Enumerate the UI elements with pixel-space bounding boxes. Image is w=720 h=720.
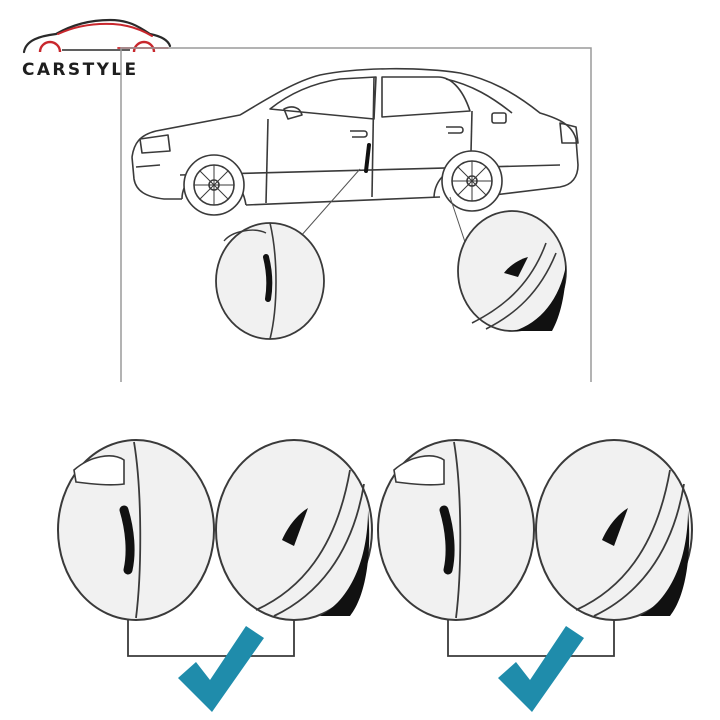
brand-name: CARSTYLE bbox=[22, 60, 139, 80]
example-group-1 bbox=[57, 439, 373, 712]
checkmark-icon bbox=[178, 626, 264, 712]
door-edge-callout bbox=[215, 222, 325, 340]
correct-installation-examples bbox=[50, 430, 700, 715]
example-group-2 bbox=[377, 439, 693, 712]
wheel-arch-callout bbox=[457, 210, 567, 332]
sedan-side-view-icon bbox=[120, 47, 592, 382]
installation-diagram bbox=[120, 47, 592, 383]
checkmark-icon bbox=[498, 626, 584, 712]
brand-logo: CARSTYLE bbox=[18, 14, 178, 84]
